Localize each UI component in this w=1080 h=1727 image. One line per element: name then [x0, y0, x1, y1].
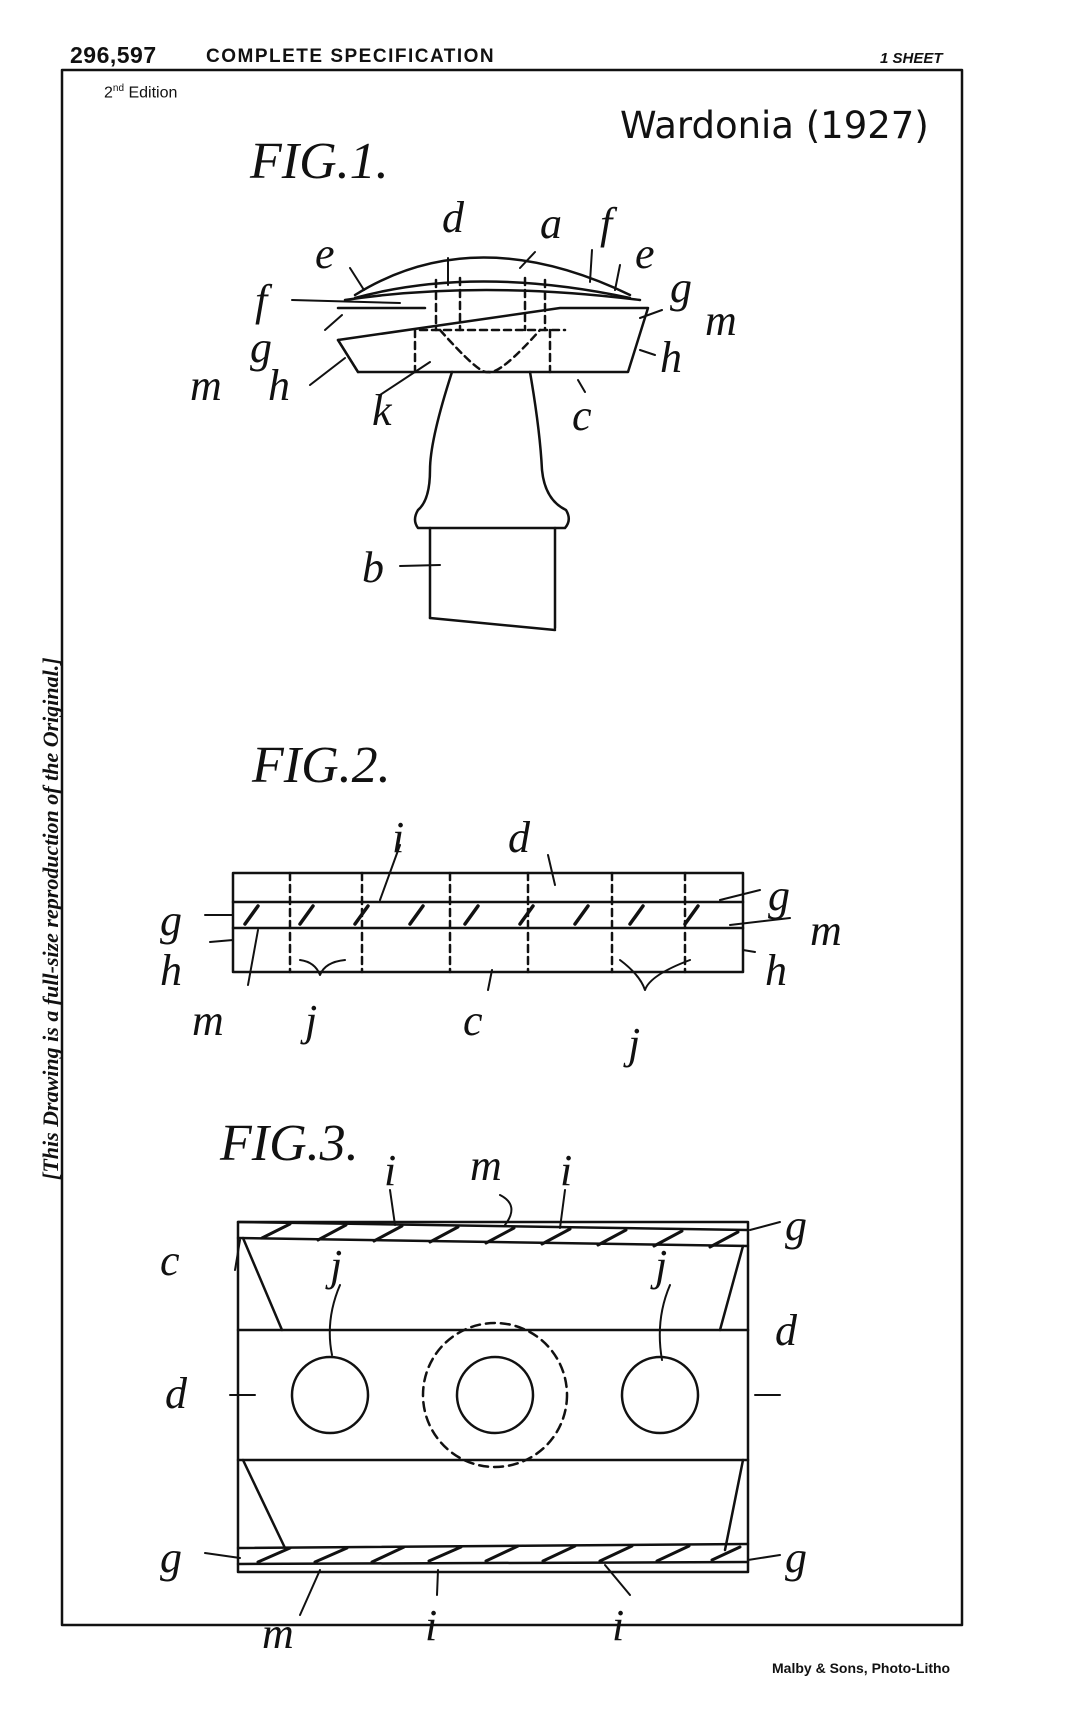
- watermark-title: Wardonia (1927): [620, 104, 929, 147]
- fig2-frame: [231, 871, 745, 974]
- fig1-label-f: f: [600, 199, 618, 248]
- figure-3: FIG.3. i m i g c j j d d g g m: [160, 1115, 807, 1658]
- fig1-label-e-left: e: [315, 229, 335, 278]
- edition-number: 2: [104, 84, 113, 102]
- fig2-label-d: d: [508, 813, 531, 862]
- fig3-hole-right: [620, 1355, 700, 1435]
- fig2-label-m-left: m: [192, 996, 224, 1045]
- fig3-label-j-left: j: [325, 1241, 342, 1290]
- fig1-spindle-dashed: [434, 276, 547, 332]
- fig2-label-g-left: g: [160, 896, 182, 945]
- fig3-bottom-hatching: [256, 1544, 742, 1564]
- fig1-label-c: c: [572, 391, 592, 440]
- fig1-label-g-right: g: [670, 263, 692, 312]
- fig1-label-d: d: [442, 193, 465, 242]
- fig1-guard: [336, 306, 650, 374]
- fig3-label-m: m: [470, 1141, 502, 1190]
- fig3-diagonals: [241, 1236, 745, 1552]
- fig2-leader-lines: [204, 844, 791, 991]
- fig2-label-h-left: h: [160, 946, 182, 995]
- fig2-hatching: [243, 904, 700, 926]
- fig2-label-h-right: h: [765, 946, 787, 995]
- fig1-handle-end: [428, 616, 557, 632]
- fig2-label-c: c: [463, 996, 483, 1045]
- fig1-thread-dashed: [438, 328, 542, 374]
- fig3-bottom-strip: [236, 1542, 750, 1566]
- fig2-label-j-left: j: [300, 996, 317, 1045]
- fig1-leader-lines: [291, 249, 663, 567]
- fig1-label-k: k: [372, 386, 393, 435]
- fig2-label-i: i: [392, 813, 404, 862]
- sheet-count: 1 SHEET: [880, 50, 943, 67]
- fig1-label-b: b: [362, 543, 384, 592]
- fig3-top-hatching: [260, 1222, 740, 1249]
- edition-label: 2nd Edition: [104, 83, 177, 102]
- fig3-dashed-circle: [421, 1321, 569, 1469]
- fig3-frame: [236, 1220, 750, 1574]
- fig3-label-i-bottom-right: i: [612, 1601, 624, 1650]
- fig1-guard-dashed: [413, 328, 552, 374]
- fig3-label-g-bottom-right: g: [785, 1533, 807, 1582]
- fig3-top-strip: [236, 1220, 750, 1248]
- printer-credit: Malby & Sons, Photo-Litho: [772, 1660, 951, 1676]
- fig1-label-g-left: g: [250, 323, 272, 372]
- figure-2: FIG.2. i d g g h m m j c j h: [160, 737, 842, 1068]
- fig1-label-f-left: f: [255, 276, 273, 325]
- fig3-hole-centre: [455, 1355, 535, 1435]
- fig1-guard-edge: [336, 338, 360, 374]
- fig1-cap-bottom: [353, 280, 632, 300]
- fig3-hole-left: [290, 1355, 370, 1435]
- fig1-label-m-left: m: [190, 361, 222, 410]
- fig3-label-c: c: [160, 1236, 180, 1285]
- fig1-handle-neck: [413, 370, 570, 530]
- edition-word: Edition: [128, 84, 178, 102]
- fig2-title: FIG.2.: [251, 737, 391, 794]
- figure-1: FIG.1. d a f e e f g m g m h h: [190, 133, 737, 632]
- fig1-blade-line: [343, 288, 642, 302]
- fig3-label-j-right: j: [650, 1241, 667, 1290]
- fig2-label-g-right: g: [768, 871, 790, 920]
- fig1-title: FIG.1.: [249, 133, 389, 190]
- fig3-label-i-left: i: [384, 1146, 396, 1195]
- fig3-label-m-bottom: m: [262, 1609, 294, 1658]
- fig1-label-h-left: h: [268, 361, 290, 410]
- fig1-label-h-right: h: [660, 333, 682, 382]
- patent-number: 296,597: [70, 42, 157, 68]
- fig1-handle-shaft: [428, 526, 557, 630]
- fig3-leader-lines: [204, 1189, 781, 1616]
- fig1-label-m-right: m: [705, 296, 737, 345]
- fig3-label-g-top: g: [785, 1201, 807, 1250]
- fig3-label-i-right: i: [560, 1146, 572, 1195]
- drawing-border: [60, 68, 964, 1627]
- fig1-label-a: a: [540, 199, 562, 248]
- fig2-label-m-right: m: [810, 906, 842, 955]
- fig1-label-e-right: e: [635, 229, 655, 278]
- fig3-title: FIG.3.: [219, 1115, 359, 1172]
- edition-suffix: nd: [112, 83, 125, 94]
- fig3-label-i-bottom-left: i: [425, 1601, 437, 1650]
- fig2-label-j-right: j: [623, 1019, 640, 1068]
- fig2-dashed-verticals: [288, 871, 687, 974]
- fig3-label-d-right: d: [775, 1306, 798, 1355]
- specification-title: COMPLETE SPECIFICATION: [206, 46, 496, 67]
- fig3-label-g-bottom-left: g: [160, 1533, 182, 1582]
- fig3-label-d-left: d: [165, 1369, 188, 1418]
